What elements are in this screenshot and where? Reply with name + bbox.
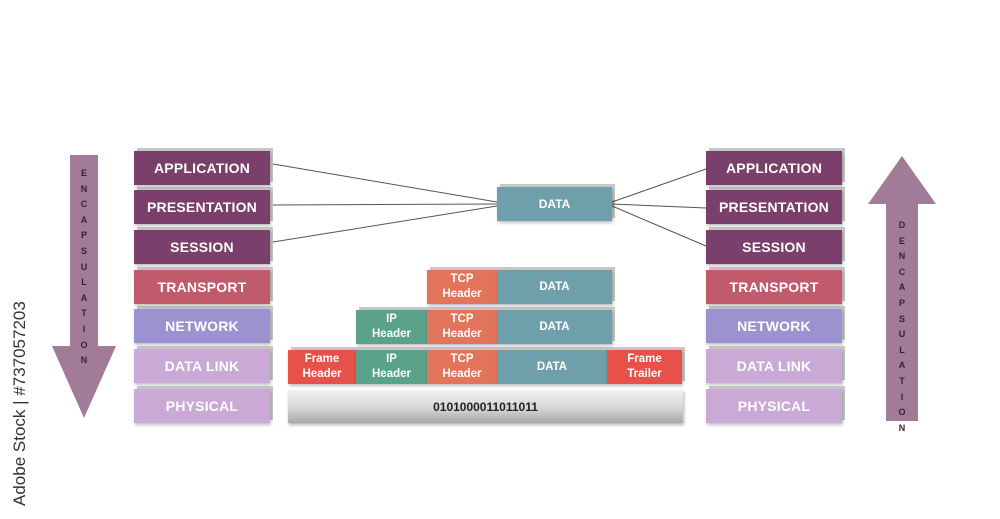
physical-bits-bar: 0101000011011011	[288, 390, 683, 423]
data-block: DATA	[497, 187, 612, 221]
datalink-frame-trailer: Frame Trailer	[607, 350, 682, 384]
connector-line-application	[272, 163, 498, 203]
datalink-tcp-header: TCP Header	[427, 350, 497, 384]
network-tcp-header: TCP Header	[427, 310, 497, 344]
left-layer-session: SESSION	[134, 230, 270, 264]
right-layer-data-link: DATA LINK	[706, 349, 842, 383]
connector-line-session	[272, 205, 498, 243]
left-layer-presentation: PRESENTATION	[134, 190, 270, 224]
transport-tcp-header: TCP Header	[427, 270, 497, 304]
connector-line-presentation	[272, 203, 498, 206]
stock-watermark: Adobe Stock | #737057203	[10, 301, 29, 506]
transport-data: DATA	[497, 270, 612, 304]
datalink-ip-header: IP Header	[356, 350, 427, 384]
left-layer-application: APPLICATION	[134, 151, 270, 185]
datalink-frame-header: Frame Header	[288, 350, 356, 384]
network-ip-header: IP Header	[356, 310, 427, 344]
network-data: DATA	[497, 310, 612, 344]
left-layer-physical: PHYSICAL	[134, 389, 270, 423]
left-layer-data-link: DATA LINK	[134, 349, 270, 383]
connector-line-right-application	[611, 168, 707, 203]
right-layer-transport: TRANSPORT	[706, 270, 842, 304]
connector-line-right-session	[611, 205, 707, 247]
left-layer-network: NETWORK	[134, 309, 270, 343]
right-layer-physical: PHYSICAL	[706, 389, 842, 423]
connector-line-right-presentation	[611, 203, 707, 209]
right-layer-presentation: PRESENTATION	[706, 190, 842, 224]
encapsulation-arrow	[52, 155, 116, 418]
decapsulation-arrow	[868, 156, 936, 421]
datalink-data: DATA	[497, 350, 607, 384]
right-layer-application: APPLICATION	[706, 151, 842, 185]
left-layer-transport: TRANSPORT	[134, 270, 270, 304]
right-layer-network: NETWORK	[706, 309, 842, 343]
right-layer-session: SESSION	[706, 230, 842, 264]
